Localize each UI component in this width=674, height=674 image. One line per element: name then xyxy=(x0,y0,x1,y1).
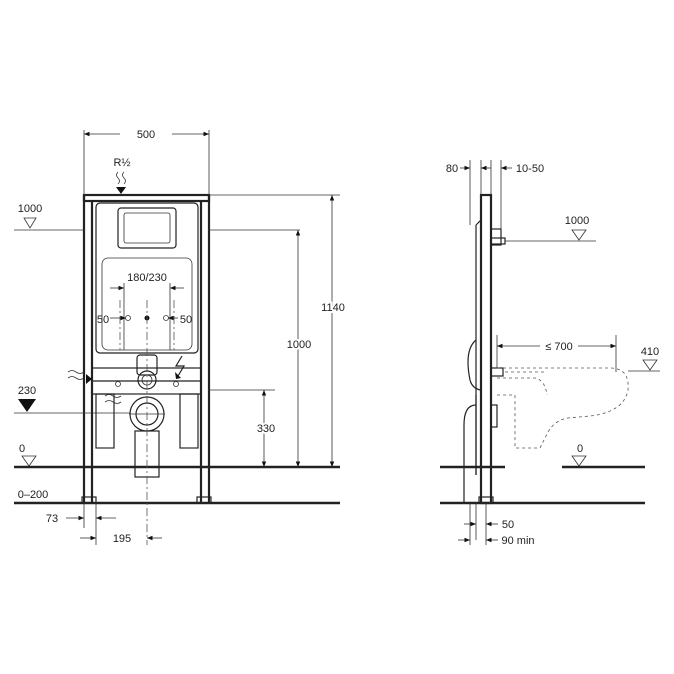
level-label-1000-left: 1000 xyxy=(18,203,42,215)
level-label-230: 230 xyxy=(18,385,36,397)
level-label-0-right: 0 xyxy=(577,443,583,455)
thread-label: R½ xyxy=(113,157,130,169)
frame-profile xyxy=(463,193,506,505)
dim-label-330: 330 xyxy=(257,423,275,435)
dim-label-50-bottom: 50 xyxy=(502,519,514,531)
level-label-0-200: 0–200 xyxy=(18,489,49,501)
level-label-410: 410 xyxy=(641,346,659,358)
dim-label-500: 500 xyxy=(137,129,155,141)
front-view: 500 R½ 1000 180/230 50 50 xyxy=(14,129,347,545)
water-connection-icon xyxy=(67,370,122,404)
dim-label-50-right: 50 xyxy=(180,314,192,326)
dim-label-195: 195 xyxy=(113,533,131,545)
level-marker-0-right xyxy=(571,455,587,467)
level-marker-0 xyxy=(21,455,37,467)
level-marker-230 xyxy=(18,399,36,412)
dimension-width-500 xyxy=(83,130,210,195)
dim-label-700: ≤ 700 xyxy=(545,341,572,353)
level-marker-410 xyxy=(642,359,658,371)
level-marker-1000 xyxy=(23,217,37,229)
side-view: 80 10-50 1000 ≤ 700 410 0 50 xyxy=(440,160,660,547)
actuator-plate-opening xyxy=(117,207,177,249)
frame xyxy=(81,193,212,504)
dim-label-10-50: 10-50 xyxy=(516,163,544,175)
level-label-1000-right: 1000 xyxy=(565,215,589,227)
dim-label-1140: 1140 xyxy=(321,302,345,314)
wc-bowl-outline xyxy=(497,367,629,449)
dim-label-50-left: 50 xyxy=(97,314,109,326)
dim-label-1000: 1000 xyxy=(287,339,311,351)
dim-label-80: 80 xyxy=(446,163,458,175)
dim-label-90-min: 90 min xyxy=(501,535,534,547)
level-marker-1000-right xyxy=(571,229,587,241)
dim-label-180-230: 180/230 xyxy=(127,272,167,284)
dim-label-73: 73 xyxy=(46,513,58,525)
level-label-0: 0 xyxy=(19,443,25,455)
water-inlet-icon xyxy=(116,171,126,194)
electric-icon xyxy=(174,355,186,377)
